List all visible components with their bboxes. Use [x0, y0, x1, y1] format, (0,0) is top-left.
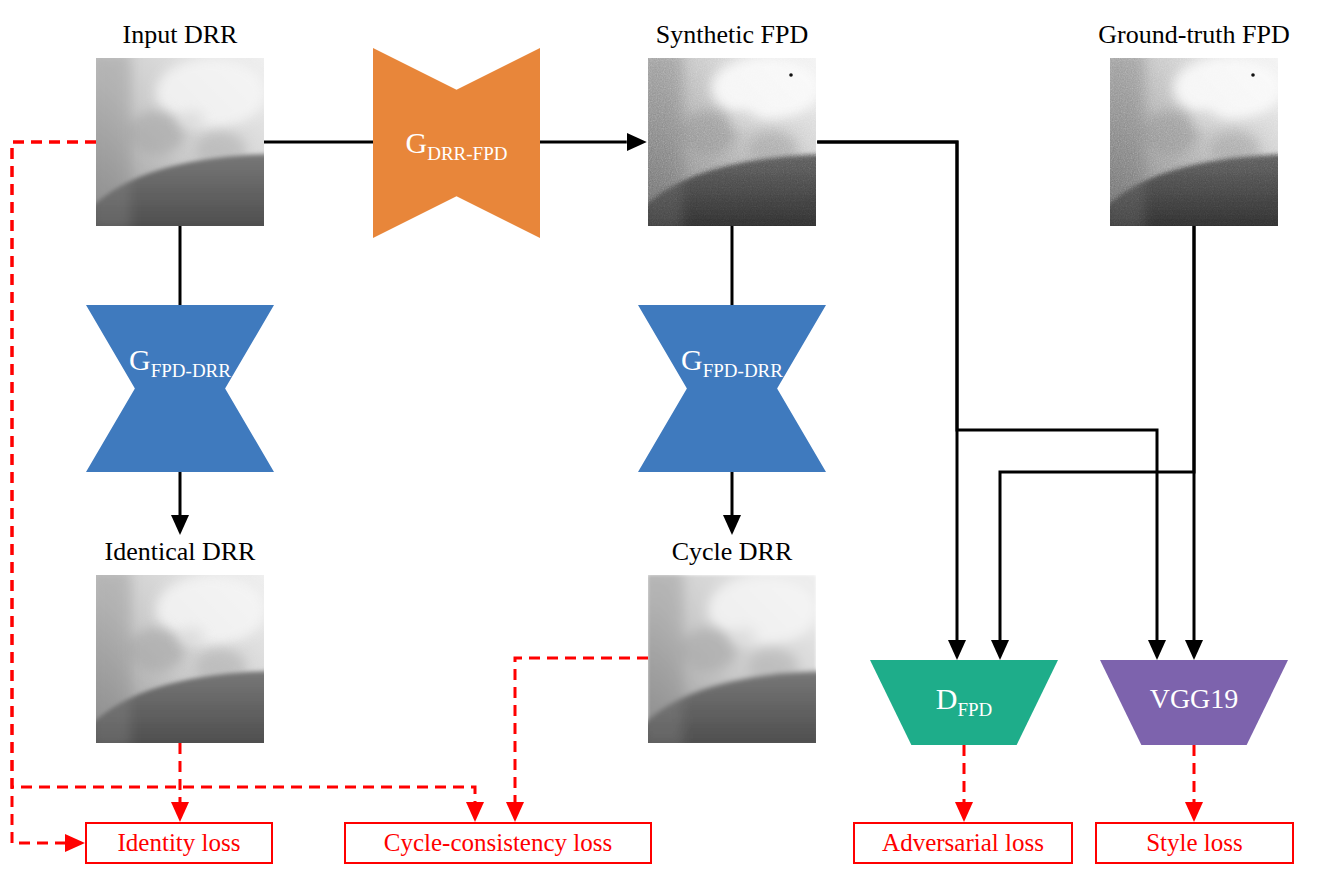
image-panel: Ground-truth FPD	[1089, 18, 1298, 226]
loss-connector	[1193, 745, 1196, 802]
network-subscript: FPD	[957, 699, 992, 720]
network-name: G	[129, 343, 151, 376]
data-flow-arrow	[817, 142, 957, 640]
image-title-row: Identical DRR	[96, 535, 265, 569]
data-flow-arrow	[540, 141, 627, 144]
discriminator-shape	[870, 660, 1058, 745]
data-flow-arrow	[264, 141, 373, 144]
network-label: VGG19	[1100, 683, 1288, 715]
generator-shape	[373, 48, 540, 238]
loss-box: Adversarial loss	[853, 822, 1073, 864]
loss-label: Adversarial loss	[882, 829, 1044, 857]
network-subscript: DRR-FPD	[427, 143, 507, 164]
loss-connector	[12, 142, 96, 843]
data-flow-arrow	[817, 142, 1157, 640]
fpd-image	[1110, 58, 1278, 226]
loss-box: Style loss	[1095, 822, 1294, 864]
image-title: Input DRR	[123, 18, 238, 52]
data-flow-arrow	[731, 472, 734, 515]
network-name: G	[406, 126, 428, 159]
drr-image	[96, 58, 264, 226]
loss-connector	[12, 142, 475, 802]
image-panel: Synthetic FPD	[647, 18, 817, 226]
discriminator-shape: DFPD	[870, 660, 1058, 745]
image-panel: Cycle DRR	[648, 535, 816, 743]
image-panel: Identical DRR	[96, 535, 265, 743]
network-name: VGG19	[1150, 683, 1239, 714]
loss-box: Identity loss	[85, 822, 273, 864]
loss-box: Cycle-consistency loss	[344, 822, 652, 864]
fpd-image	[1110, 58, 1278, 226]
generator-shape	[86, 305, 274, 472]
drr-image	[96, 58, 264, 226]
data-flow-arrow	[179, 226, 182, 305]
image-title: Ground-truth FPD	[1098, 18, 1289, 52]
network-label: GDRR-FPD	[373, 126, 540, 160]
network-subscript: FPD-DRR	[151, 360, 231, 381]
data-flow-arrow	[730, 226, 733, 305]
data-flow-arrow	[1000, 226, 1194, 640]
network-subscript: FPD-DRR	[703, 360, 783, 381]
loss-label: Style loss	[1146, 829, 1243, 857]
generator-shape: GDRR-FPD	[373, 48, 540, 238]
data-flow-arrow	[1193, 226, 1196, 640]
image-title-row: Synthetic FPD	[647, 18, 817, 52]
image-title-row: Cycle DRR	[648, 535, 816, 569]
generator-shape: GFPD-DRR	[86, 305, 274, 472]
drr-image	[96, 575, 264, 743]
generator-shape	[638, 305, 826, 472]
network-label: DFPD	[870, 682, 1058, 716]
fpd-image	[648, 58, 816, 226]
drr-image	[96, 575, 264, 743]
network-shape: VGG19	[1100, 660, 1288, 745]
loss-label: Identity loss	[118, 829, 241, 857]
image-title-row: Ground-truth FPD	[1089, 18, 1298, 52]
image-panel: Input DRR	[96, 18, 264, 226]
loss-connector	[515, 658, 648, 802]
network-label: GFPD-DRR	[86, 343, 274, 377]
image-title: Identical DRR	[105, 535, 256, 569]
generator-shape	[638, 305, 826, 472]
network-name: G	[681, 343, 703, 376]
generator-shape: GFPD-DRR	[638, 305, 826, 472]
drr-image	[648, 575, 816, 743]
fpd-image	[648, 58, 816, 226]
generator-shape	[86, 305, 274, 472]
data-flow-arrow	[179, 472, 182, 515]
drr-image	[648, 575, 816, 743]
loss-connector	[178, 743, 181, 802]
loss-connector	[963, 745, 966, 802]
loss-label: Cycle-consistency loss	[384, 829, 612, 857]
network-name: D	[936, 682, 958, 715]
image-title: Cycle DRR	[672, 535, 793, 569]
image-title-row: Input DRR	[96, 18, 264, 52]
network-shape	[1100, 660, 1288, 745]
network-label: GFPD-DRR	[638, 343, 826, 377]
image-title: Synthetic FPD	[656, 18, 808, 52]
